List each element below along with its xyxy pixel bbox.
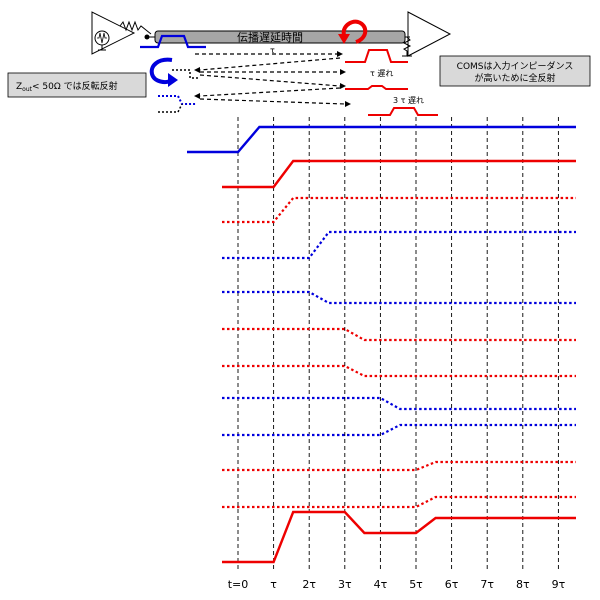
time-tick-label: τ	[270, 578, 277, 591]
waveform-2	[222, 159, 576, 189]
tau-label: τ	[270, 46, 275, 55]
time-tick-label: 6τ	[445, 578, 459, 591]
load-pulse-3-icon	[368, 107, 438, 116]
time-tick-label: 7τ	[480, 578, 494, 591]
load-pulse-2-icon	[345, 85, 408, 90]
delay-label-3: 3 τ 遅れ	[393, 96, 424, 105]
waveform-10	[222, 460, 576, 472]
load-note-line2: が高いために全反射	[474, 72, 555, 84]
time-tick-label: 8τ	[516, 578, 530, 591]
cable-title: 伝播遅延時間	[237, 30, 303, 44]
transmission-line-illustration: 伝播遅延時間	[7, 11, 591, 116]
waveform-12	[222, 510, 576, 564]
source-resistor-icon	[119, 20, 152, 35]
load-reflection-arrow-icon	[341, 19, 368, 44]
delay-label-1: τ 遅れ	[370, 69, 393, 78]
time-tick-label: 3τ	[338, 578, 352, 591]
source-note-box	[7, 72, 147, 98]
termination-resistor-icon	[402, 36, 412, 56]
waveforms	[187, 125, 576, 564]
time-gridlines	[237, 117, 559, 572]
source-note: Zout< 50Ω では反転反射	[16, 80, 118, 93]
waveform-11	[222, 495, 576, 509]
receiver-buffer-icon	[407, 11, 452, 57]
source-pulse-icon	[140, 34, 206, 49]
waveform-3	[222, 196, 576, 224]
propagation-arrows	[195, 53, 346, 105]
time-tick-label: t=0	[228, 578, 249, 591]
waveform-6	[222, 327, 576, 342]
waveform-7	[222, 364, 576, 378]
time-tick-label: 9τ	[552, 578, 566, 591]
time-tick-label: 5τ	[409, 578, 423, 591]
source-reflection-arrow-icon	[149, 57, 174, 84]
time-axis-labels: t=0 τ 2τ 3τ 4τ 5τ 6τ 7τ 8τ 9τ	[228, 578, 566, 591]
load-note-box	[439, 55, 591, 87]
waveform-1	[187, 125, 576, 154]
time-tick-label: 4τ	[374, 578, 388, 591]
load-pulse-1-icon	[345, 49, 408, 63]
load-note-line1: COMSは入力インピーダンス	[457, 60, 574, 72]
time-tick-label: 2τ	[302, 578, 316, 591]
